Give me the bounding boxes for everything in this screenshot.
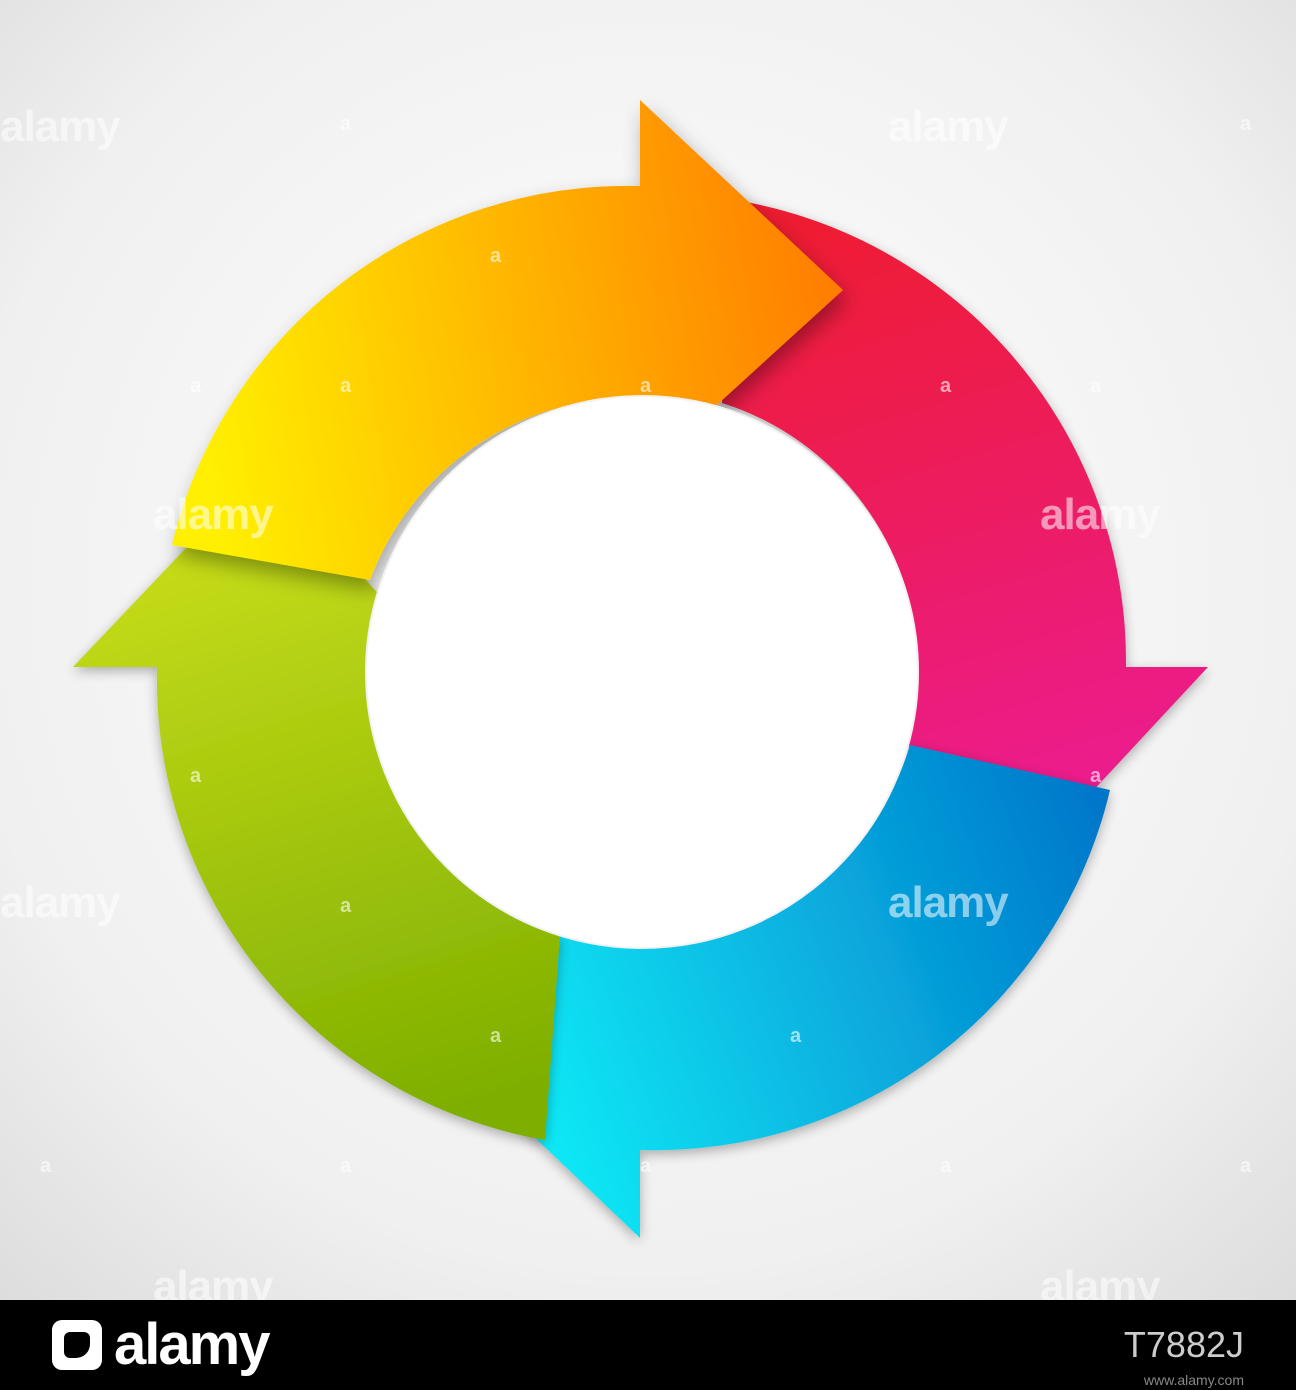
- center-circle-edge: [365, 395, 919, 949]
- alamy-logo-icon: [52, 1320, 102, 1370]
- footer-bar: alamy T7882J www.alamy.com: [0, 1300, 1296, 1390]
- image-id: T7882J: [1123, 1324, 1244, 1365]
- arrow-red-magenta: [722, 200, 1208, 866]
- site-url: www.alamy.com: [1143, 1372, 1244, 1388]
- diagram-canvas: alamy alamy alamy alamy alamy alamy alam…: [0, 0, 1296, 1300]
- arrow-green: [73, 467, 560, 1140]
- arrow-blue-cyan: [440, 745, 1110, 1238]
- cycle-diagram: [0, 0, 1296, 1300]
- alamy-logo-text: alamy: [114, 1312, 270, 1377]
- center-circle: [366, 396, 918, 948]
- alamy-logo: alamy: [52, 1312, 270, 1377]
- arrow-yellow-orange: [172, 100, 843, 580]
